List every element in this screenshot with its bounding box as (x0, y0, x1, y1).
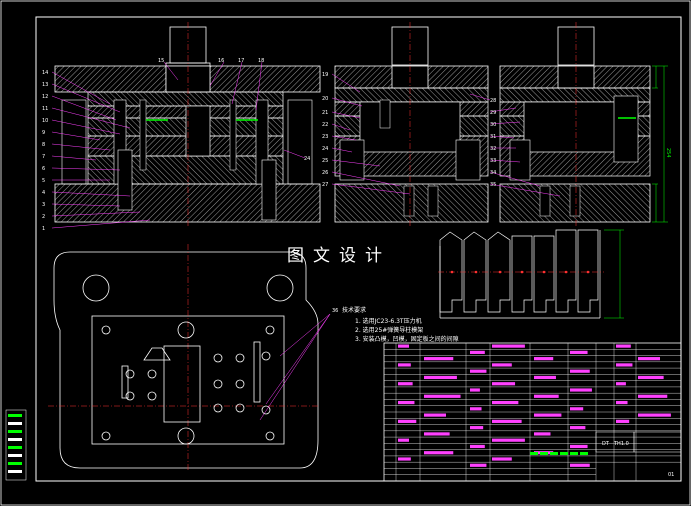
revision-strip (5, 409, 27, 481)
part-no: 31 (490, 134, 496, 140)
callout-36: 36 (332, 308, 338, 314)
part-no: 21 (322, 110, 328, 116)
part-no: 17 (238, 58, 244, 64)
part-no: 34 (490, 170, 496, 176)
part-no: 30 (490, 122, 496, 128)
part-no: 3 (42, 202, 45, 208)
part-no: 8 (42, 142, 45, 148)
part-no: 9 (42, 130, 45, 136)
part-numbers-left: 14 13 12 11 10 9 8 7 6 5 4 3 2 1 (42, 70, 48, 232)
part-no: 33 (490, 158, 496, 164)
part-no: 20 (322, 96, 328, 102)
part-no: 1 (42, 226, 45, 232)
title-block: DT TH1.0 01 (383, 342, 682, 482)
inner-frame (35, 16, 682, 482)
part-no: 19 (322, 72, 328, 78)
part-no: 23 (322, 134, 328, 140)
tech-note: 1. 选用JC23-6.3T压力机 (355, 317, 422, 325)
part-no: 10 (42, 118, 48, 124)
plan-view (48, 244, 331, 470)
part-no: 25 (322, 158, 328, 164)
part-numbers-top: 15 16 17 18 24 (158, 58, 310, 162)
part-no: 16 (218, 58, 224, 64)
part-no: 26 (322, 170, 328, 176)
drawing-code: DT (602, 441, 610, 447)
part-no: 14 (42, 70, 48, 76)
tech-note: 2. 选用25#弹簧导柱模架 (355, 326, 423, 334)
part-no: 32 (490, 146, 496, 152)
part-no: 2 (42, 214, 45, 220)
banner-title: 图文设计 (287, 246, 391, 266)
part-no: 24 (304, 156, 310, 162)
part-no: 15 (158, 58, 164, 64)
main-section-view (51, 22, 321, 229)
drawing-revision: TH1.0 (613, 441, 629, 447)
part-no: 18 (258, 58, 264, 64)
part-no: 28 (490, 98, 496, 104)
technical-notes: 技术要求 1. 选用JC23-6.3T压力机 2. 选用25#弹簧导柱模架 3.… (342, 306, 459, 343)
tech-notes-title: 技术要求 (342, 306, 366, 314)
part-no: 29 (490, 110, 496, 116)
part-no: 13 (42, 82, 48, 88)
side-section-view-1 (331, 22, 489, 226)
part-no: 4 (42, 190, 45, 196)
part-no: 7 (42, 154, 45, 160)
part-no: 6 (42, 166, 45, 172)
part-no: 11 (42, 106, 48, 112)
part-no: 27 (322, 182, 328, 188)
dim-height: 254 (665, 148, 671, 158)
side-section-view-2: 254 (469, 22, 671, 226)
part-no: 5 (42, 178, 45, 184)
part-no: 24 (322, 146, 328, 152)
strip-layout (438, 229, 624, 319)
part-no: 22 (322, 122, 328, 128)
part-numbers-mid-right: 28 29 30 31 32 33 34 35 (490, 98, 496, 188)
part-no: 12 (42, 94, 48, 100)
part-no: 35 (490, 182, 496, 188)
tech-note: 3. 安装凸模，凹模，固定板之间的间隙 (355, 335, 459, 343)
sheet-number: 01 (668, 472, 674, 478)
part-numbers-mid-left: 19 20 21 22 23 24 25 26 27 (322, 72, 328, 188)
